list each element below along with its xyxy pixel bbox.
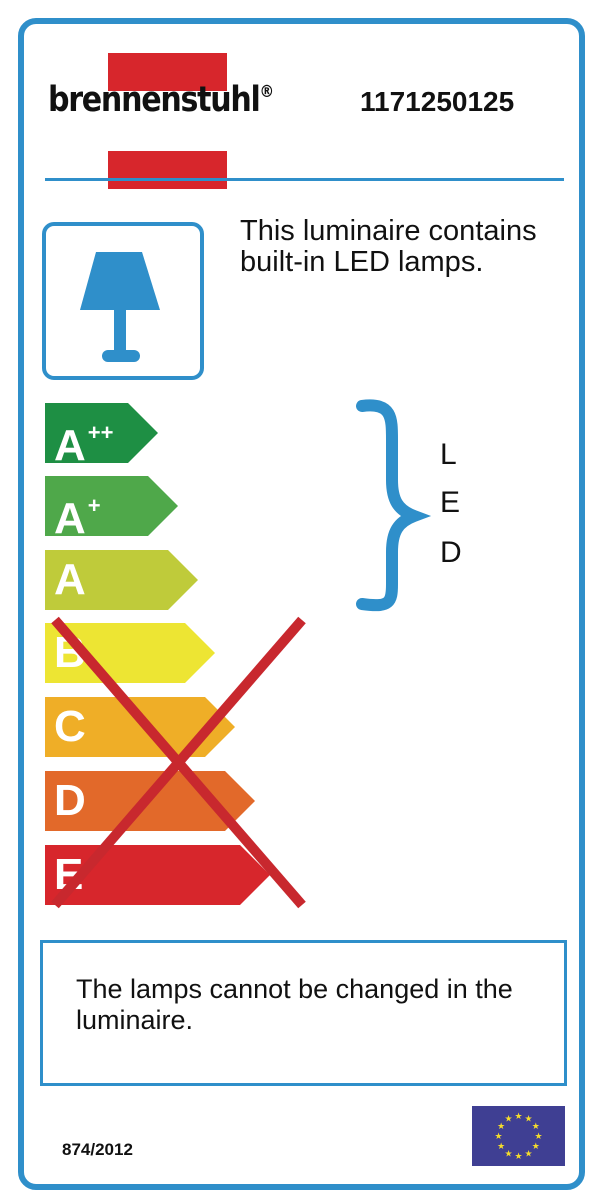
regulation-number: 874/2012 (62, 1140, 133, 1159)
star-icon: ★ (532, 1141, 540, 1151)
star-icon: ★ (524, 1114, 532, 1124)
energy-class-letter: A (54, 555, 86, 604)
registered-mark: ® (259, 82, 275, 102)
energy-class-arrow: B (45, 623, 215, 683)
model-number: 1171250125 (360, 86, 515, 117)
energy-class-plus: ++ (87, 420, 114, 445)
led-letter: D (440, 536, 462, 569)
cross-line-2 (51, 616, 306, 909)
energy-class-arrow: A+ (45, 476, 178, 536)
label-frame (18, 18, 585, 1190)
energy-class-letter: D (54, 776, 86, 825)
notice-box (40, 940, 567, 1086)
led-letter: E (440, 486, 461, 519)
energy-class-letter: A (54, 494, 86, 543)
star-icon: ★ (504, 1148, 512, 1158)
energy-class-plus: + (87, 493, 101, 518)
led-letter: L (440, 438, 457, 471)
star-icon: ★ (514, 1111, 522, 1121)
lamp-icon-box (42, 222, 204, 380)
star-icon: ★ (534, 1131, 542, 1141)
logo-bar-top (108, 53, 227, 91)
eu-flag-icon: ★★★★★★★★★★★★ (472, 1106, 565, 1166)
table-lamp-icon (80, 252, 160, 362)
brace-icon (356, 399, 432, 612)
star-icon: ★ (524, 1148, 532, 1158)
divider (45, 178, 564, 181)
brand-name: brennenstuhl (48, 80, 261, 120)
energy-class-letter: A (54, 421, 86, 470)
brand-logo: brennenstuhl® (48, 80, 275, 120)
star-icon: ★ (497, 1141, 505, 1151)
star-icon: ★ (497, 1121, 505, 1131)
star-icon: ★ (504, 1114, 512, 1124)
info-text: This luminaire contains built-in LED lam… (240, 215, 537, 278)
logo-bar-bottom (108, 151, 227, 189)
star-icon: ★ (514, 1151, 522, 1161)
notice-text: The lamps cannot be changed in the lumin… (76, 974, 513, 1035)
energy-class-letter: C (54, 702, 86, 751)
star-icon: ★ (494, 1131, 502, 1141)
star-icon: ★ (532, 1121, 540, 1131)
energy-class-arrow: A (45, 550, 198, 610)
